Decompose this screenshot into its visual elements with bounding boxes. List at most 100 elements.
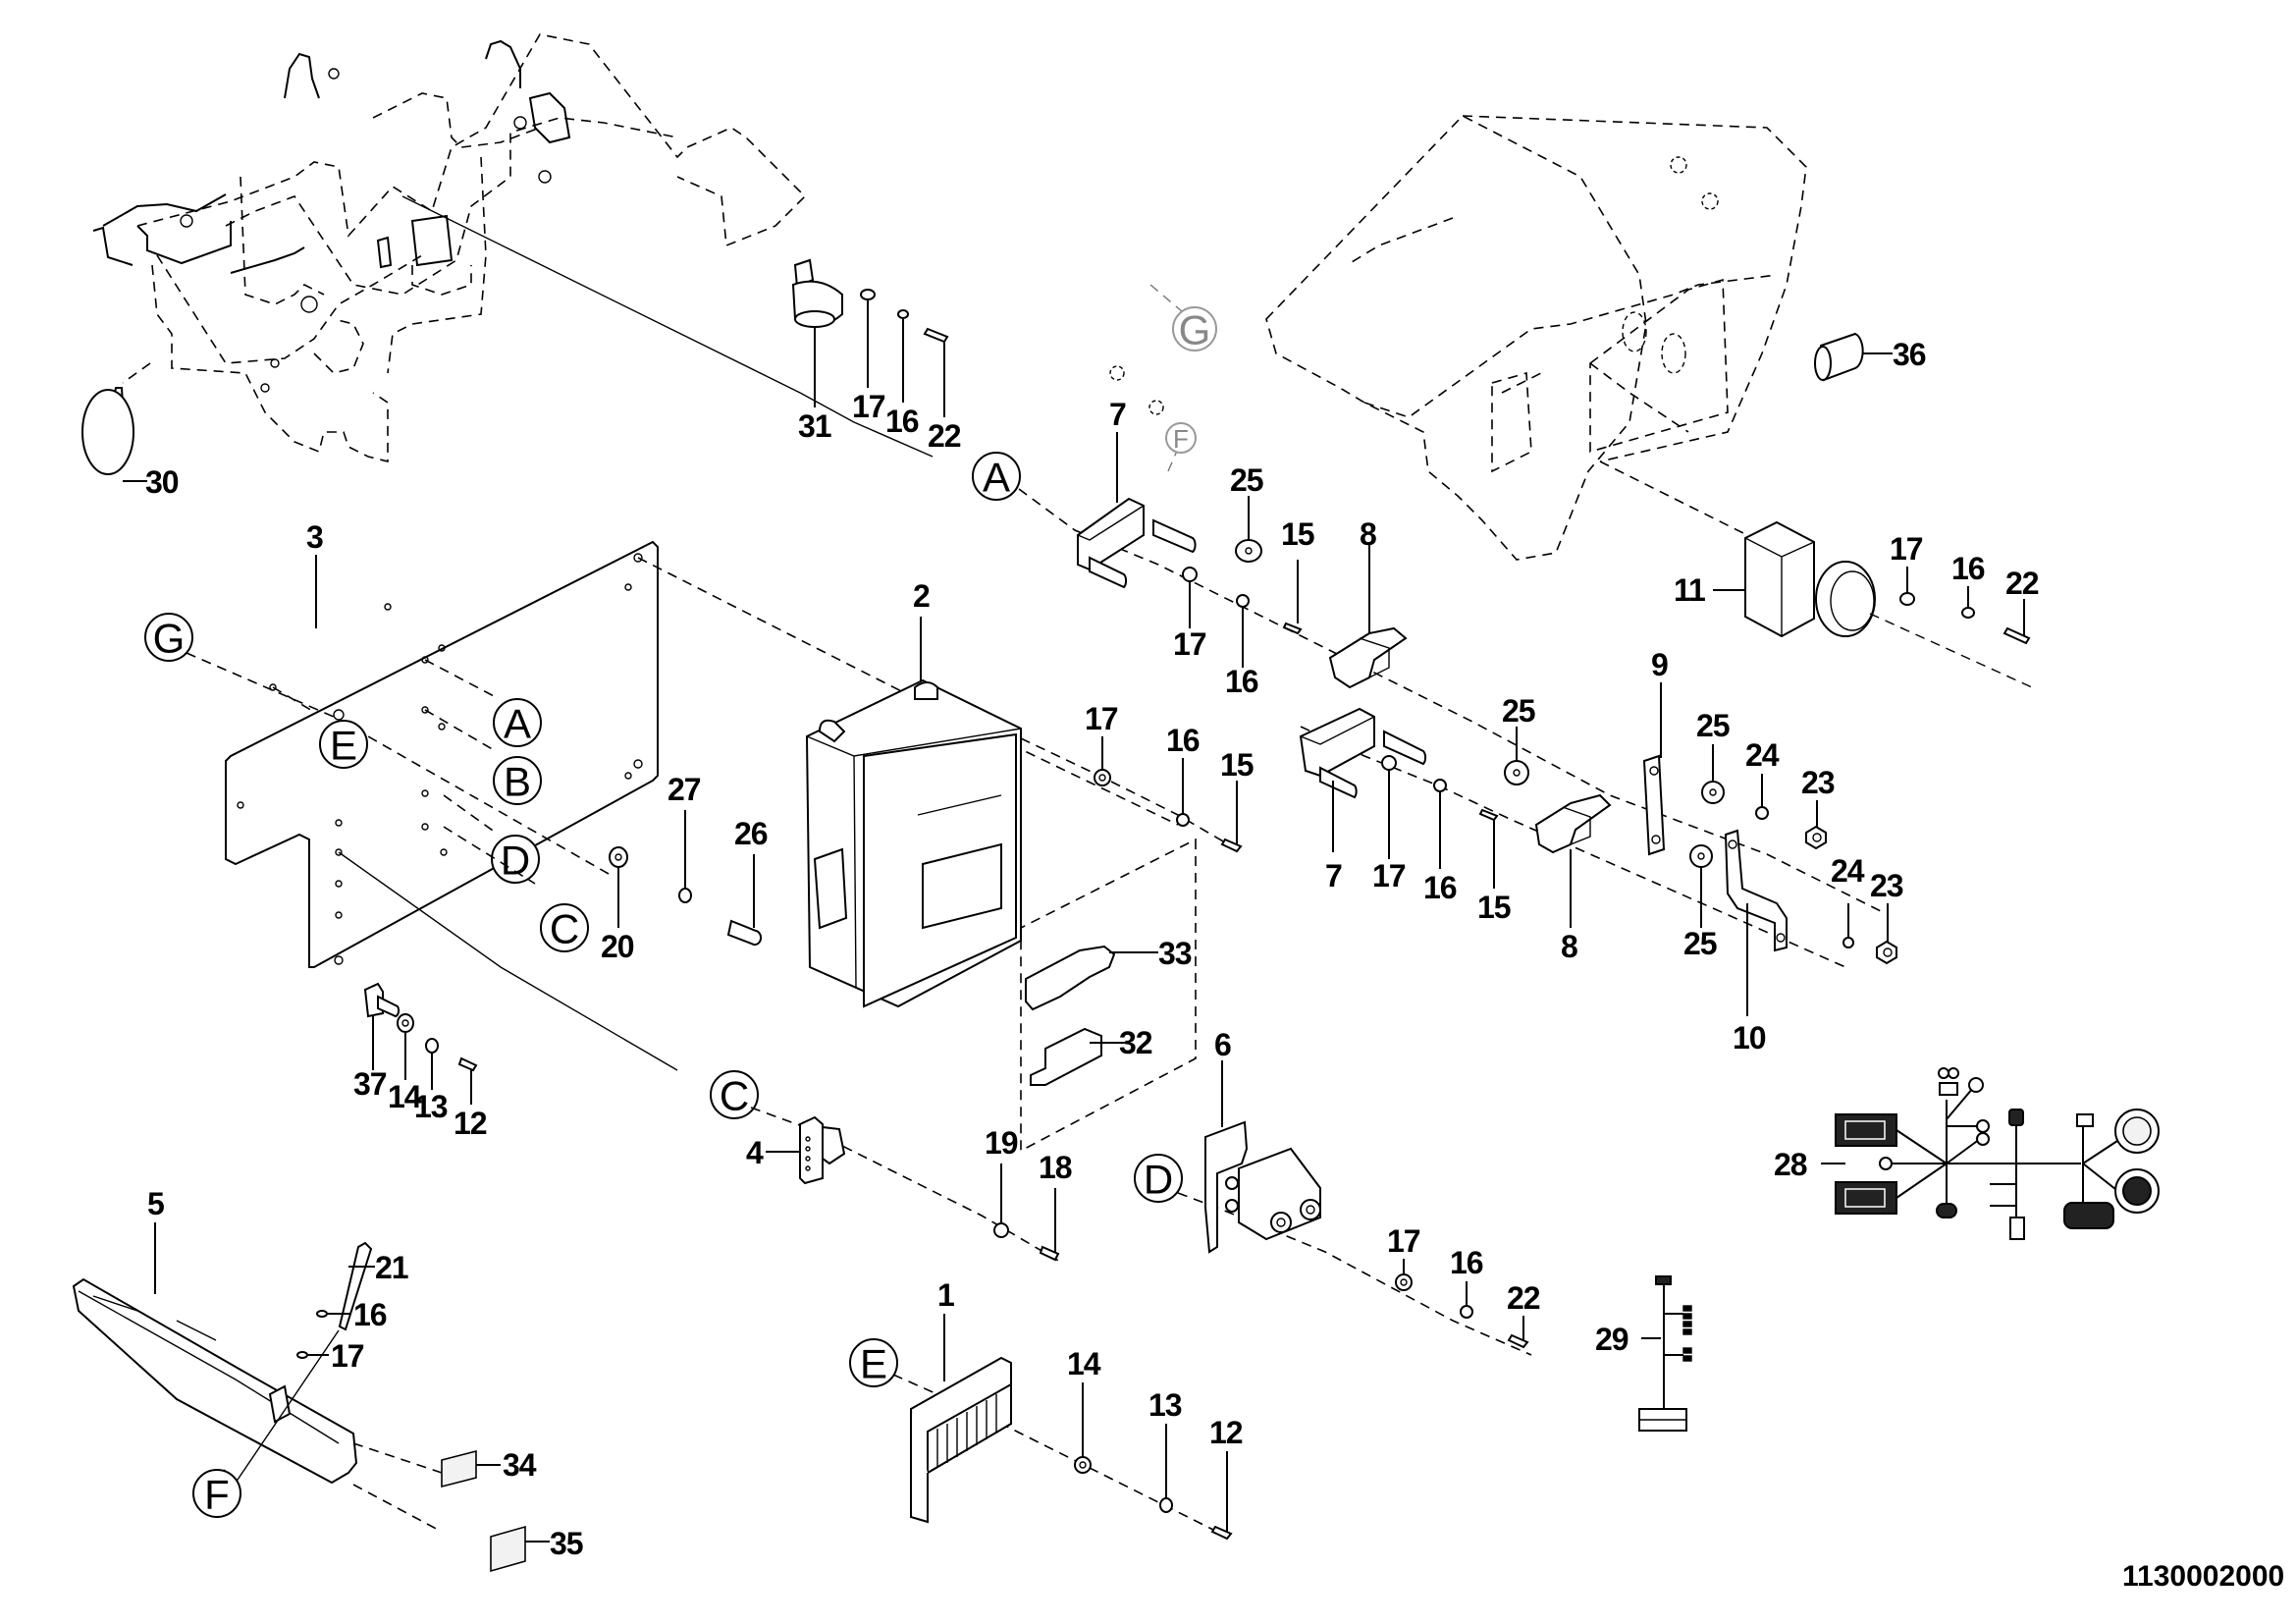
part-label-7-lower: 7 <box>1325 858 1342 893</box>
callout-E-plate: E <box>272 686 368 769</box>
part-label-37: 37 <box>353 1066 387 1102</box>
part-label-12-upper: 12 <box>454 1106 487 1141</box>
part-label-13-lower: 13 <box>1148 1387 1182 1423</box>
svg-text:B: B <box>504 759 531 805</box>
part-label-25-lower: 25 <box>1683 926 1717 961</box>
svg-text:D: D <box>1144 1157 1173 1203</box>
part-label-30: 30 <box>145 464 179 500</box>
callout-A-top: A <box>972 452 1021 501</box>
part-label-25-mid: 25 <box>1502 693 1535 729</box>
callout-C-plate: C <box>443 826 589 952</box>
svg-text:C: C <box>550 906 579 952</box>
callout-D-lower: D <box>1134 1154 1183 1203</box>
part-label-25-upper: 25 <box>1230 462 1263 498</box>
part-label-16-controller: 16 <box>353 1297 387 1332</box>
part-11-switch-group: 11 17 16 22 <box>1599 460 2040 688</box>
part-label-36: 36 <box>1893 337 1926 372</box>
callout-G-plate: G <box>144 613 610 875</box>
part-label-26: 26 <box>734 816 768 851</box>
drawing-number: 1130002000 <box>2122 1560 2284 1593</box>
part-4-connector-group: 4 19 18 <box>746 1107 1073 1263</box>
part-label-32: 32 <box>1119 1025 1152 1060</box>
part-2-controller-box: 2 <box>805 578 1022 1008</box>
part-label-7-upper: 7 <box>1109 397 1126 432</box>
svg-text:A: A <box>504 701 531 747</box>
part-label-16-relay: 16 <box>1450 1245 1483 1280</box>
part-label-16-lower: 16 <box>1423 870 1457 905</box>
part-31-beacon-group: 31 17 16 22 <box>401 195 962 458</box>
part-label-34: 34 <box>503 1447 537 1483</box>
part-label-17-box: 17 <box>1085 701 1118 736</box>
box-hardware-group: 17 16 15 <box>1020 701 1255 853</box>
part-label-14-upper: 14 <box>388 1079 422 1114</box>
part-label-28: 28 <box>1774 1147 1807 1182</box>
part-6-relay-group: 6 17 16 22 <box>1177 1027 1541 1356</box>
part-label-14-lower: 14 <box>1067 1346 1101 1381</box>
part-label-16-upper: 16 <box>1225 664 1258 699</box>
part-label-24-upper: 24 <box>1745 737 1780 773</box>
part-label-18: 18 <box>1039 1150 1072 1185</box>
svg-text:F: F <box>204 1472 230 1518</box>
part-label-31: 31 <box>798 408 831 444</box>
part-label-19: 19 <box>985 1125 1018 1161</box>
part-30-horn: 30 <box>81 362 180 500</box>
part-5-controller-group: 5 21 16 17 34 35 <box>72 1186 584 1573</box>
part-label-8-upper: 8 <box>1360 516 1376 552</box>
stud-hardware-group: 37 14 13 12 <box>338 851 678 1141</box>
callout-F-cab: F <box>1165 422 1197 472</box>
part-label-23-lower: 23 <box>1870 868 1903 903</box>
part-label-12-lower: 12 <box>1209 1415 1243 1450</box>
part-label-21: 21 <box>375 1250 408 1285</box>
cab-tub <box>1109 115 1807 561</box>
svg-text:G: G <box>153 616 186 662</box>
part-label-13-upper: 13 <box>414 1089 448 1124</box>
part-label-35: 35 <box>550 1526 583 1561</box>
callout-D-plate: D <box>443 794 540 884</box>
part-36-cylinder: 36 <box>1814 332 1927 382</box>
callout-F-lower: F <box>192 1469 241 1518</box>
part-label-25-right: 25 <box>1696 708 1730 743</box>
svg-text:A: A <box>983 455 1010 501</box>
part-label-5: 5 <box>147 1186 164 1221</box>
part-label-17-upper: 17 <box>1173 626 1206 662</box>
part-3-mounting-plate: 3 <box>225 519 659 968</box>
callout-G-cab: G <box>1149 284 1217 353</box>
callout-C-lower: C <box>710 1070 759 1119</box>
fuse-holder-upper-group: 7 25 17 16 15 8 <box>1018 397 1886 914</box>
part-label-3: 3 <box>306 519 323 555</box>
part-label-33: 33 <box>1158 936 1192 971</box>
part-29-sub-harness: 29 <box>1595 1275 1692 1432</box>
part-label-22-switch: 22 <box>2005 566 2039 601</box>
svg-text:E: E <box>860 1341 887 1387</box>
part-label-10: 10 <box>1733 1020 1766 1056</box>
part-label-16-switch: 16 <box>1951 551 1985 586</box>
part-label-16-top: 16 <box>885 404 919 439</box>
part-1-module-group: 1 14 13 12 <box>892 1277 1244 1541</box>
part-label-11: 11 <box>1674 572 1705 608</box>
part-label-4: 4 <box>746 1135 764 1170</box>
part-label-22-relay: 22 <box>1507 1280 1540 1316</box>
callout-E-lower: E <box>849 1338 898 1387</box>
part-label-17-top: 17 <box>852 389 885 424</box>
callout-A-plate: A <box>424 659 542 747</box>
part-label-20: 20 <box>601 929 634 964</box>
part-label-17-switch: 17 <box>1890 531 1923 567</box>
callout-B-plate: B <box>424 709 542 805</box>
part-label-17-controller: 17 <box>331 1338 364 1374</box>
part-label-15-lower: 15 <box>1477 890 1511 925</box>
svg-text:F: F <box>1173 424 1189 454</box>
svg-text:E: E <box>330 723 357 769</box>
part-label-27: 27 <box>667 772 701 807</box>
part-label-16-box: 16 <box>1166 723 1200 758</box>
part-label-15-upper: 15 <box>1281 516 1314 552</box>
svg-text:C: C <box>720 1073 749 1119</box>
fuse-holder-lower-group: 7 17 16 15 25 8 9 25 24 23 <box>1299 647 1904 1056</box>
part-label-22-top: 22 <box>928 418 961 454</box>
chassis-frame <box>92 33 807 463</box>
part-label-9: 9 <box>1651 647 1668 682</box>
fuse-kit-box: 33 32 <box>1020 838 1197 1153</box>
part-label-8-lower: 8 <box>1561 929 1577 964</box>
part-label-6: 6 <box>1214 1027 1231 1062</box>
part-label-17-relay: 17 <box>1387 1223 1420 1259</box>
